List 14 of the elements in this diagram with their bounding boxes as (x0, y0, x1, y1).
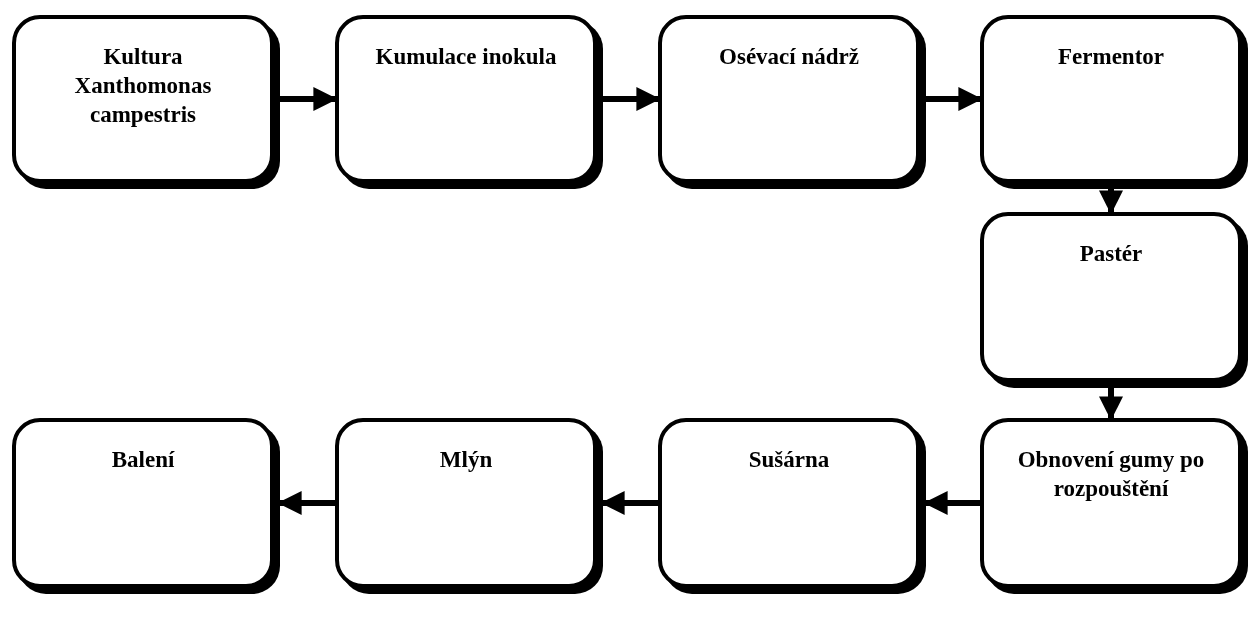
arrow (1099, 189, 1123, 215)
step-label: Kultura Xanthomonas campestris (73, 43, 213, 129)
step-label: Osévací nádrž (719, 43, 859, 71)
arrow (600, 491, 658, 515)
step-label: Sušárna (748, 446, 830, 474)
step-label: Kumulace inokula (375, 43, 557, 71)
step-label: Obnovení gumy po rozpouštění (1016, 446, 1206, 503)
step-label: Fermentor (1058, 43, 1164, 71)
arrow (277, 491, 335, 515)
arrow (923, 491, 980, 515)
step-label: Balení (111, 446, 175, 474)
step-label: Mlýn (439, 446, 493, 474)
step-label: Pastér (1079, 240, 1143, 268)
arrow (1099, 388, 1123, 421)
